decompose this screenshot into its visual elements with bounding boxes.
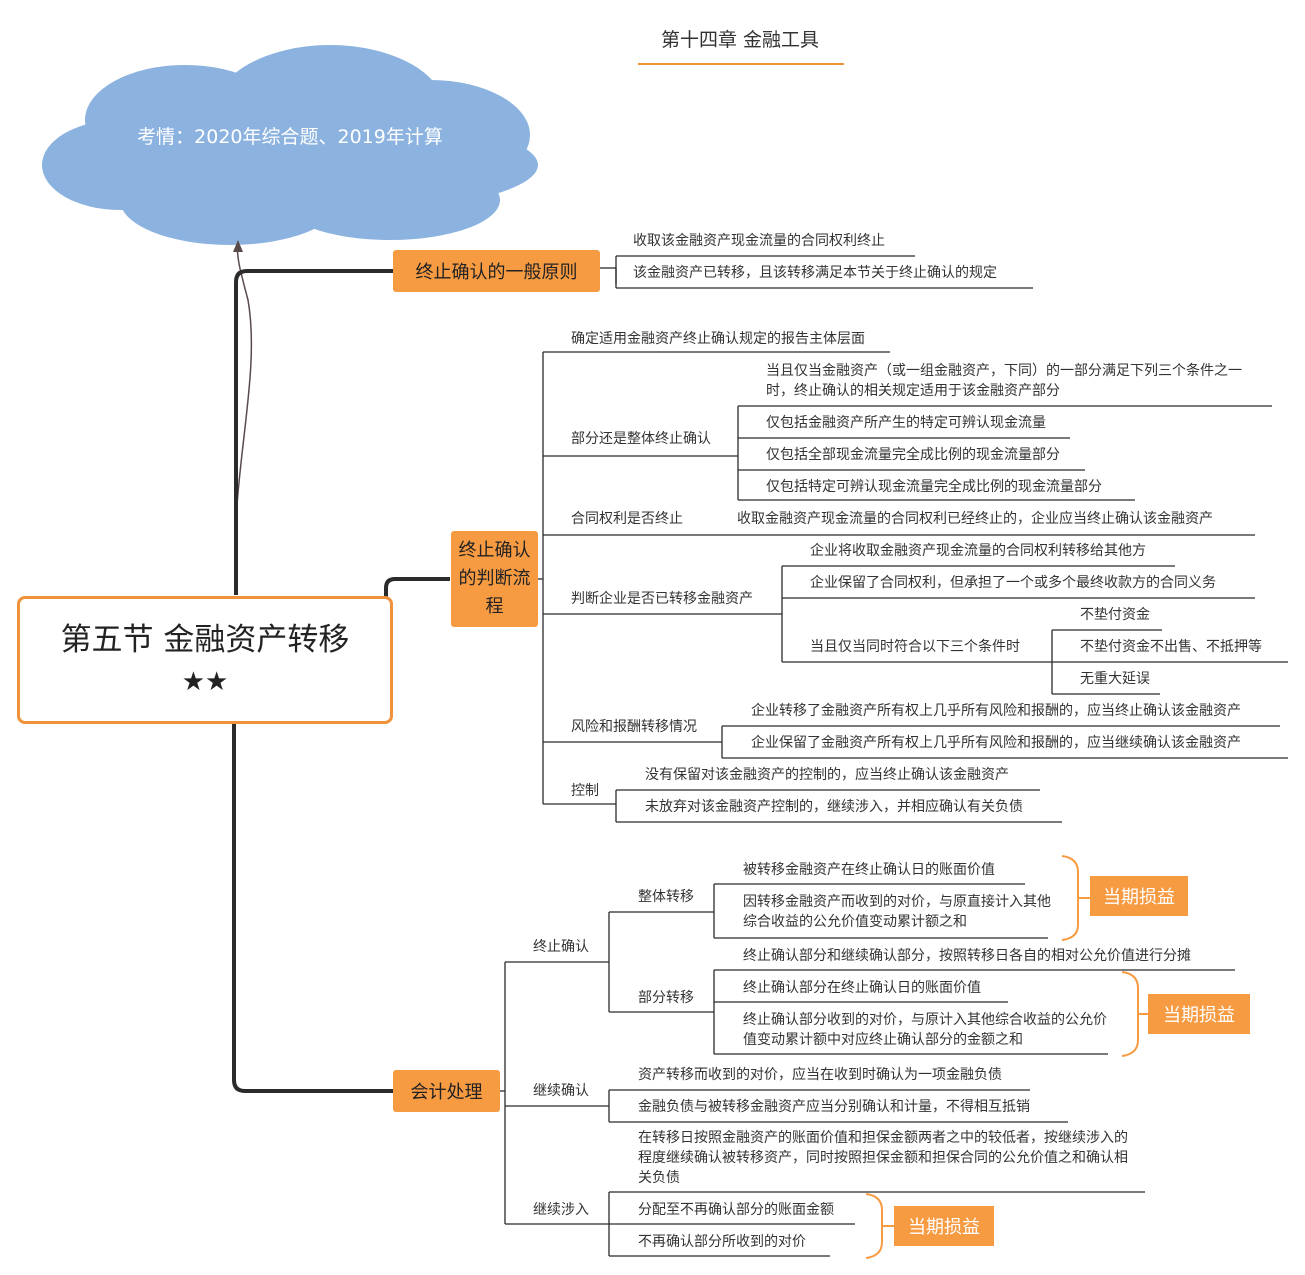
continued-item-2: 金融负债与被转移金融资产应当分别确认和计量，不得相互抵销 [638, 1099, 1030, 1115]
branch-general-principle[interactable]: 终止确认的一般原则 [393, 250, 600, 292]
control-item-2: 未放弃对该金融资产控制的，继续涉入，并相应确认有关负债 [645, 799, 1023, 815]
whole-transfer-tag: 当期损益 [1090, 876, 1188, 916]
branch-accounting[interactable]: 会计处理 [393, 1070, 500, 1112]
part-option-1: 仅包括金融资产所产生的特定可辨认现金流量 [766, 415, 1046, 431]
partial-transfer-tag: 当期损益 [1148, 994, 1250, 1034]
transferred-item-2: 企业保留了合同权利，但承担了一个或多个最终收款方的合同义务 [810, 575, 1216, 591]
involvement-detail: 在转移日按照金融资产的账面价值和担保金额两者之中的较低者，按继续涉入的程度继续确… [638, 1130, 1128, 1186]
derecognition-label: 终止确认 [533, 939, 589, 955]
transferred-condition-1: 不垫付资金 [1080, 607, 1150, 623]
continued-recognition-label: 继续确认 [533, 1083, 589, 1099]
whole-transfer-label: 整体转移 [638, 889, 694, 905]
contract-rights-detail: 收取金融资产现金流量的合同权利已经终止的，企业应当终止确认该金融资产 [737, 511, 1213, 527]
chapter-title: 第十四章 金融工具 [660, 29, 820, 51]
involvement-item-1: 分配至不再确认部分的账面金额 [638, 1202, 834, 1218]
partial-allocation-text: 终止确认部分和继续确认部分，按照转移日各自的相对公允价值进行分摊 [743, 948, 1191, 964]
involvement-item-2: 不再确认部分所收到的对价 [638, 1234, 806, 1250]
risk-reward-item-1: 企业转移了金融资产所有权上几乎所有风险和报酬的，应当终止确认该金融资产 [751, 703, 1241, 719]
part-option-2: 仅包括全部现金流量完全成比例的现金流量部分 [766, 447, 1060, 463]
transferred-condition-3: 无重大延误 [1080, 671, 1150, 687]
exam-info-text: 考情：2020年综合题、2019年计算 [137, 126, 443, 148]
risk-reward-label: 风险和报酬转移情况 [571, 719, 697, 735]
involvement-label: 继续涉入 [533, 1202, 589, 1218]
partial-transfer-item-1: 终止确认部分在终止确认日的账面价值 [743, 980, 981, 996]
continued-item-1: 资产转移而收到的对价，应当在收到时确认为一项金融负债 [638, 1067, 1002, 1083]
entity-level-text: 确定适用金融资产终止确认规定的报告主体层面 [571, 331, 865, 347]
involvement-tag: 当期损益 [894, 1206, 994, 1246]
branch-judgment-process[interactable]: 终止确认的判断流程 [451, 531, 538, 627]
root-stars: ★★ [181, 667, 229, 697]
partial-transfer-item-2: 终止确认部分收到的对价，与原计入其他综合收益的公允价值变动累计额中对应终止确认部… [743, 1012, 1107, 1048]
partial-transfer-label: 部分转移 [638, 990, 694, 1006]
general-principle-item-1: 收取该金融资产现金流量的合同权利终止 [633, 233, 885, 249]
exam-cloud-shape [42, 45, 538, 245]
part-or-whole-condition: 当且仅当金融资产（或一组金融资产，下同）的一部分满足下列三个条件之一时，终止确认… [766, 363, 1242, 399]
branch-judgment-process-label: 终止确认的判断流程 [458, 540, 531, 617]
transferred-condition-label: 当且仅当同时符合以下三个条件时 [810, 639, 1020, 655]
part-or-whole-label: 部分还是整体终止确认 [571, 431, 711, 447]
transferred-item-1: 企业将收取金融资产现金流量的合同权利转移给其他方 [810, 543, 1146, 559]
contract-rights-label: 合同权利是否终止 [571, 511, 683, 527]
control-label: 控制 [571, 783, 599, 799]
control-item-1: 没有保留对该金融资产的控制的，应当终止确认该金融资产 [645, 767, 1009, 783]
transferred-condition-2: 不垫付资金不出售、不抵押等 [1080, 639, 1262, 655]
part-option-3: 仅包括特定可辨认现金流量完全成比例的现金流量部分 [766, 479, 1102, 495]
root-title: 第五节 金融资产转移 [60, 622, 350, 658]
root-node[interactable]: 第五节 金融资产转移 ★★ [17, 596, 393, 724]
whole-transfer-item-1: 被转移金融资产在终止确认日的账面价值 [743, 862, 995, 878]
general-principle-item-2: 该金融资产已转移，且该转移满足本节关于终止确认的规定 [633, 265, 997, 281]
whole-transfer-item-2: 因转移金融资产而收到的对价，与原直接计入其他综合收益的公允价值变动累计额之和 [743, 894, 1051, 930]
risk-reward-item-2: 企业保留了金融资产所有权上几乎所有风险和报酬的，应当继续确认该金融资产 [751, 735, 1241, 751]
transferred-label: 判断企业是否已转移金融资产 [571, 591, 753, 607]
